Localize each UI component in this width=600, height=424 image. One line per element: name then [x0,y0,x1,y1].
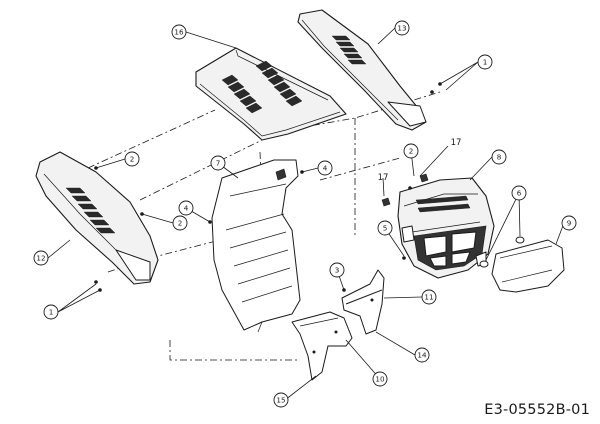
svg-text:15: 15 [276,396,285,405]
svg-text:4: 4 [323,164,328,173]
mounting-brackets [291,269,385,381]
label-17-left: 17 [378,173,389,183]
dash-support-panel [211,159,301,333]
svg-text:1: 1 [49,308,54,317]
svg-text:1: 1 [483,58,488,67]
callout-1-bottom: 1 [43,304,59,320]
svg-text:3: 3 [335,266,340,275]
svg-text:8: 8 [497,153,502,162]
callout-14: 14 [414,347,430,363]
callout-12: 12 [33,250,49,266]
svg-text:2: 2 [409,147,414,156]
clips [381,173,429,207]
svg-text:5: 5 [383,224,388,233]
label-17-top: 17 [451,138,462,148]
callout-9: 9 [561,215,577,231]
svg-text:2: 2 [178,219,183,228]
callout-7: 7 [210,155,226,171]
right-side-panel [297,9,427,131]
callout-15: 15 [273,392,289,408]
front-grille-housing [397,177,495,279]
callout-6: 6 [511,185,527,201]
right-panel-vent-slots [331,35,367,65]
callout-2-left-mid: 2 [172,215,188,231]
drawing-id: E3-05552B-01 [484,402,590,418]
callout-2-right: 2 [403,143,419,159]
callout-13: 13 [394,20,410,36]
callout-1-top: 1 [477,54,493,70]
callout-11: 11 [421,289,437,305]
hood-top-panel [195,47,347,141]
hood-vent-slots [221,60,303,114]
svg-text:14: 14 [417,351,427,360]
left-side-panel [35,151,159,285]
callout-16: 16 [171,24,187,40]
svg-text:12: 12 [36,254,45,263]
svg-text:2: 2 [130,155,135,164]
left-panel-vent-slots [65,187,116,234]
svg-text:7: 7 [216,159,221,168]
callout-8: 8 [491,149,507,165]
callout-3: 3 [329,262,345,278]
callout-2-left-top: 2 [124,151,140,167]
svg-text:16: 16 [174,28,184,37]
svg-text:4: 4 [184,204,189,213]
callout-10: 10 [372,371,388,387]
callout-5: 5 [377,220,393,236]
svg-text:11: 11 [424,293,433,302]
grommets [479,236,525,268]
svg-text:9: 9 [567,219,572,228]
headlight-lens [491,239,565,293]
callout-4-right: 4 [317,160,333,176]
svg-text:13: 13 [397,24,406,33]
svg-text:10: 10 [375,375,385,384]
svg-text:6: 6 [517,189,522,198]
callout-4-left: 4 [178,200,194,216]
